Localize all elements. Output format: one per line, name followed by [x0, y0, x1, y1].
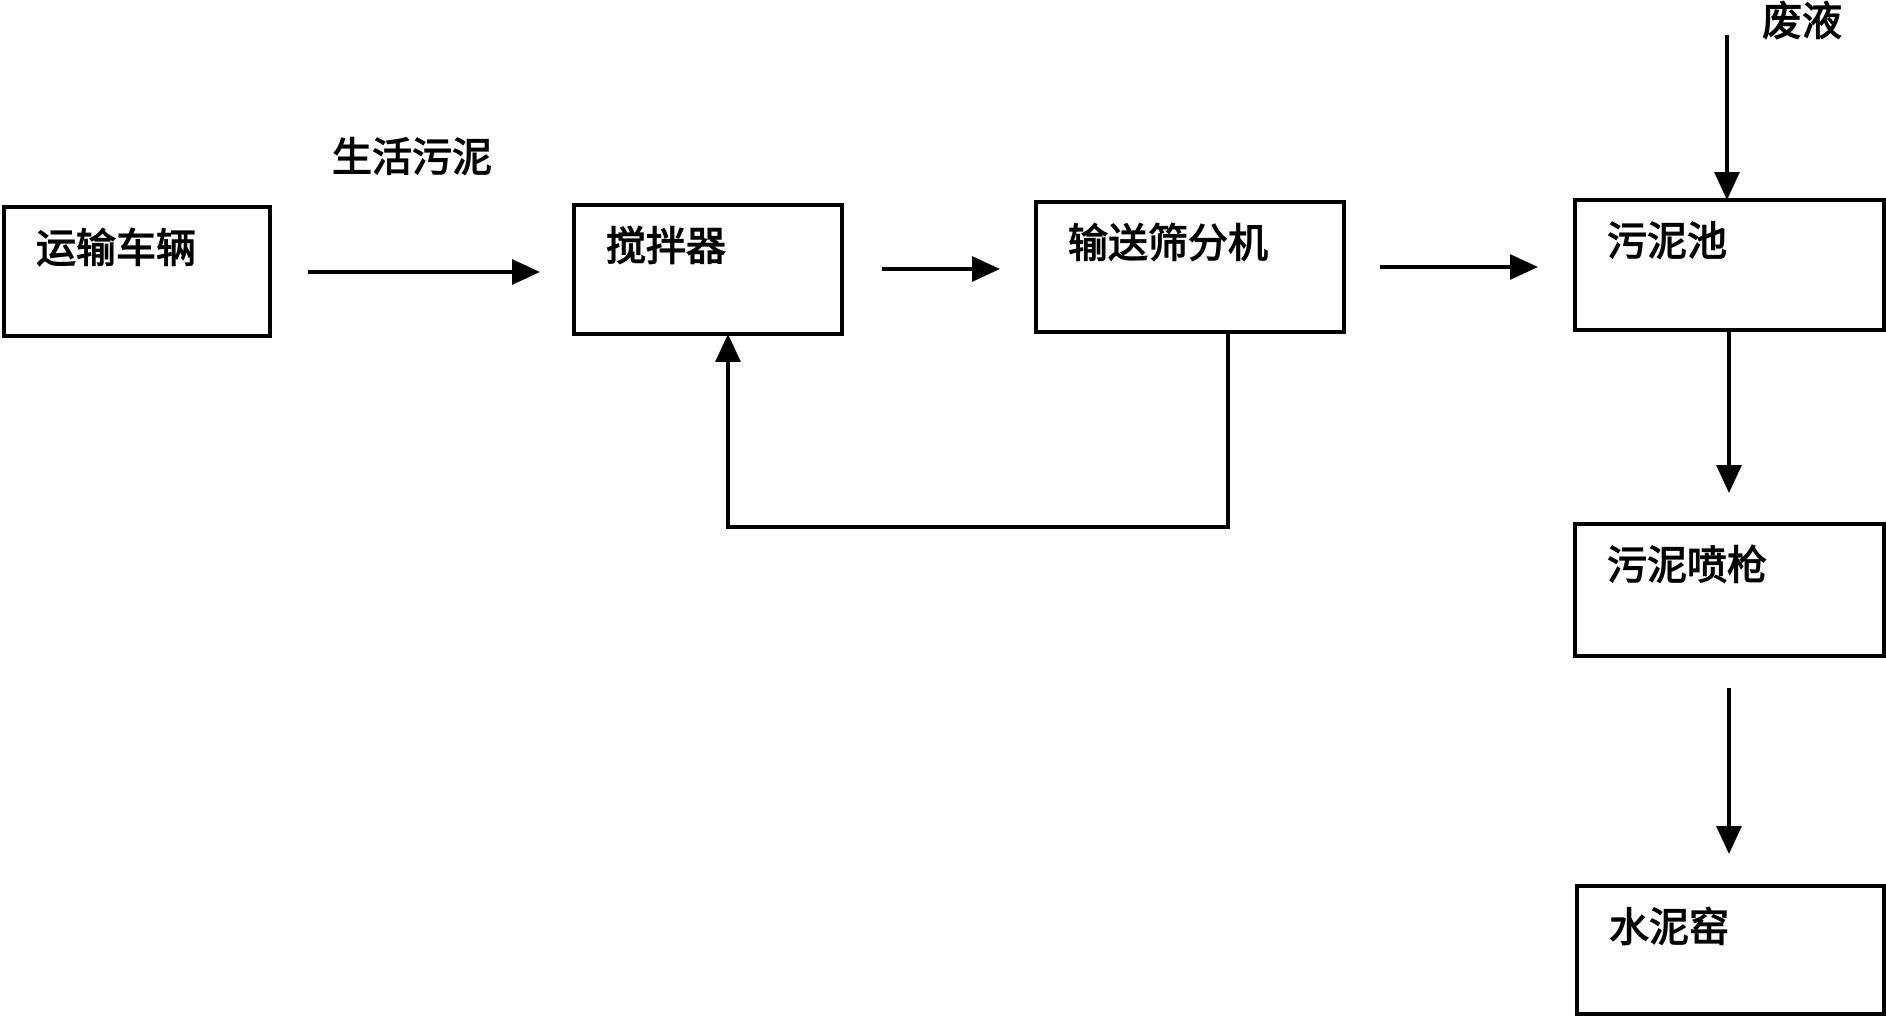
arrow-mixer-to-conveyor — [882, 256, 1000, 282]
node-transport-vehicle-label: 运输车辆 — [36, 226, 196, 272]
node-sludge-spray-gun: 污泥喷枪 — [1573, 522, 1886, 658]
label-waste-liquid: 废液 — [1762, 0, 1842, 45]
node-mixer: 搅拌器 — [572, 203, 844, 336]
arrow-conveyor-to-pool — [1380, 254, 1538, 280]
node-sludge-pool: 污泥池 — [1573, 198, 1886, 332]
label-domestic-sludge: 生活污泥 — [332, 135, 492, 181]
node-conveyor-screener-label: 输送筛分机 — [1068, 221, 1268, 267]
arrow-pool-to-spray-gun — [1716, 332, 1742, 493]
node-mixer-label: 搅拌器 — [606, 224, 726, 270]
arrow-recycle-conveyor-to-mixer — [715, 333, 1230, 529]
node-conveyor-screener: 输送筛分机 — [1034, 200, 1346, 334]
node-sludge-spray-gun-label: 污泥喷枪 — [1607, 543, 1767, 589]
arrow-spray-gun-to-kiln — [1716, 688, 1742, 854]
node-transport-vehicle: 运输车辆 — [2, 205, 272, 338]
arrow-vehicle-to-mixer — [308, 259, 540, 285]
node-cement-kiln: 水泥窑 — [1575, 884, 1886, 1016]
arrow-waste-liquid-to-pool — [1714, 35, 1740, 200]
node-cement-kiln-label: 水泥窑 — [1609, 905, 1729, 951]
node-sludge-pool-label: 污泥池 — [1607, 219, 1727, 265]
